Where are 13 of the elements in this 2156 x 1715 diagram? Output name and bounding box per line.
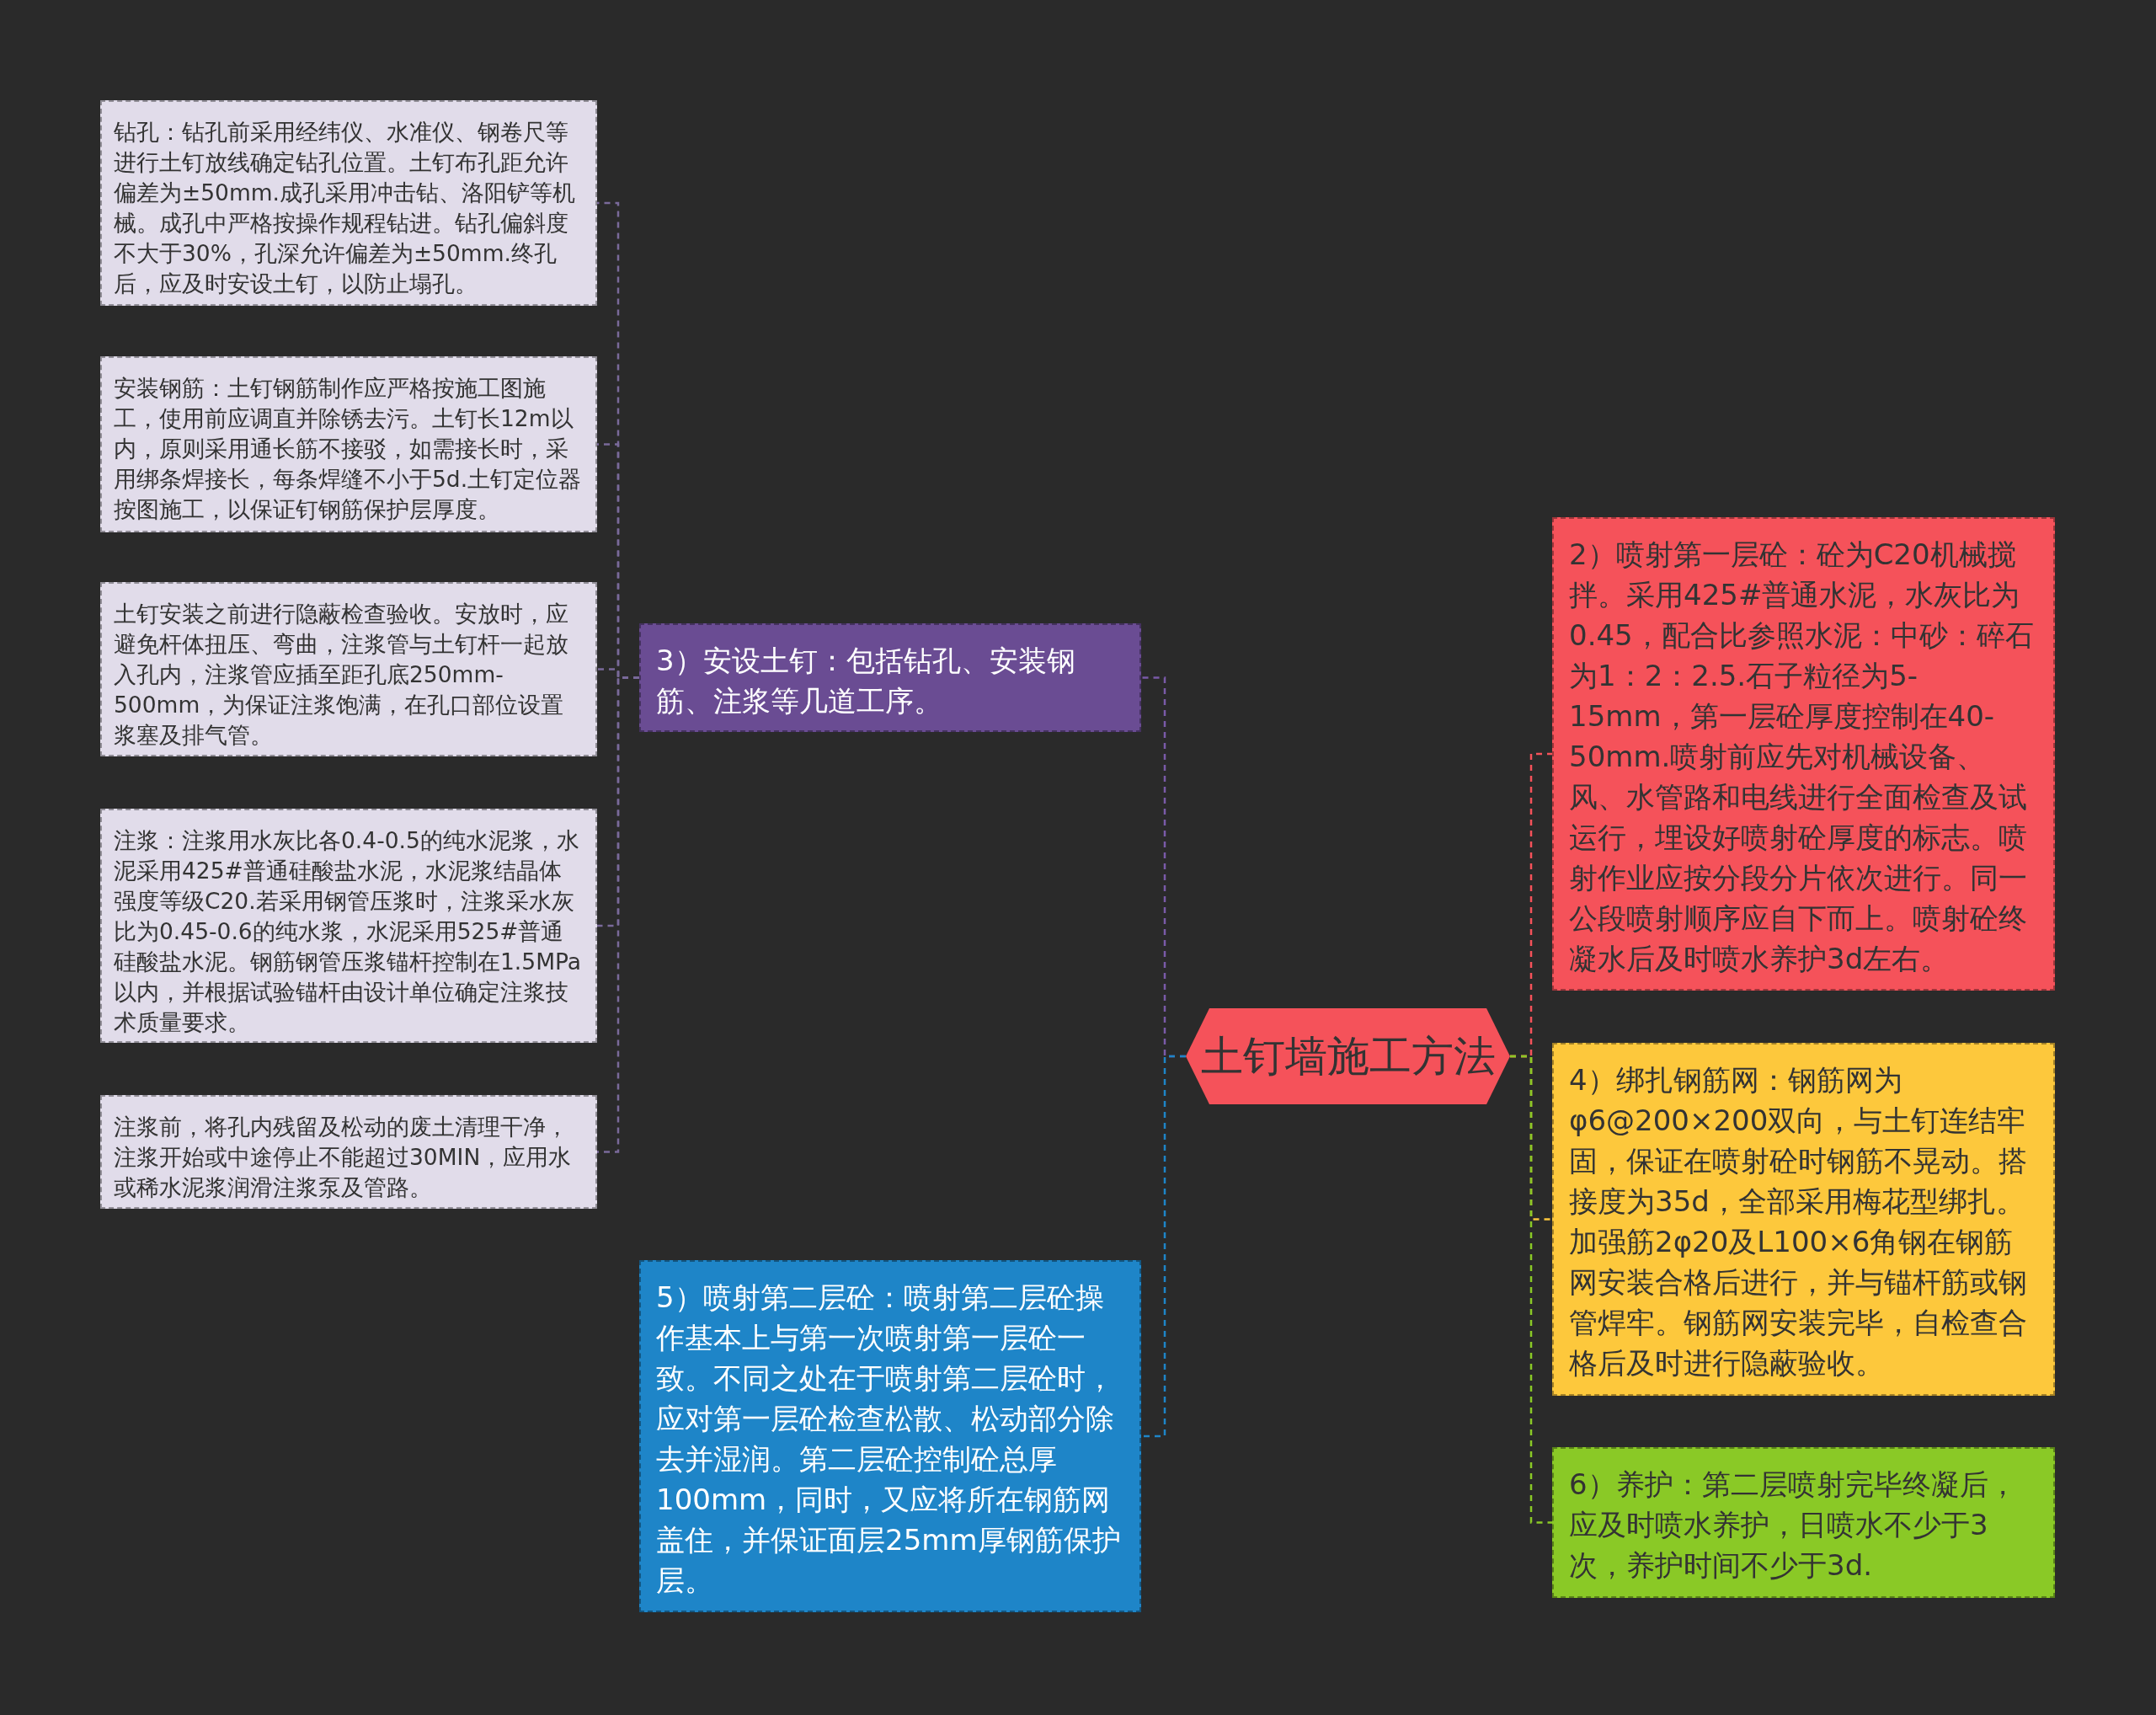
connector — [1141, 1055, 1186, 1438]
topic-box: 5）喷射第二层砼：喷射第二层砼操作基本上与第一次喷射第一层砼一致。不同之处在于喷射第二层砼时，应对第一层砼检查松散、松动部分除去并湿润。第二层砼控制砼总厚100mm，同时，又应将所在钢筋网盖住，并保证面层25mm厚钢筋保护层。 — [639, 1260, 1141, 1612]
topic-box: 2）喷射第一层砼：砼为C20机械搅拌。采用425#普通水泥，水灰比为0.45，配合比参照水泥：中砂：碎石为1：2：2.5.石子粒径为5-15mm，第一层砼厚度控制在40-50mm.喷射前应先对机械设备、风、水管路和电线进行全面检查及试运行，埋设好喷射砼厚度的标志。喷射作业应按分段分片依次进行。同一公段喷射顺序应自下而上。喷射砼终凝水后及时喷水养护3d左右。 — [1552, 517, 2055, 991]
topic-box: 3）安设土钉：包括钻孔、安装钢筋、注浆等几道工序。 — [639, 623, 1141, 732]
note-box: 安装钢筋：土钉钢筋制作应严格按施工图施工，使用前应调直并除锈去污。土钉长12m以内，原则采用通长筋不接驳，如需接长时，采用绑条焊接长，每条焊缝不小于5d.土钉定位器按图施工，以保证钉钢筋保护层厚度。 — [100, 356, 597, 532]
note-box: 土钉安装之前进行隐蔽检查验收。安放时，应避免杆体扭压、弯曲，注浆管与土钉杆一起放入孔内，注浆管应插至距孔底250mm-500mm，为保证注浆饱满，在孔口部位设置浆塞及排气管。 — [100, 582, 597, 756]
topic-hexagon: 土钉墙施工方法 — [1186, 1008, 1510, 1104]
connector — [1510, 1055, 1552, 1524]
topic-box: 6）养护：第二层喷射完毕终凝后，应及时喷水养护，日喷水不少于3次，养护时间不少于3d. — [1552, 1447, 2055, 1598]
note-box: 注浆：注浆用水灰比各0.4-0.5的纯水泥浆，水泥采用425#普通硅酸盐水泥，水泥浆结晶体强度等级C20.若采用钢管压浆时，注浆采水灰比为0.45-0.6的纯水浆，水泥采用525#普通硅酸盐水泥。钢筋钢管压浆锚杆控制在1.5MPa以内，并根据试验锚杆由设计单位确定注浆技术质量要求。 — [100, 809, 597, 1043]
note-box: 注浆前，将孔内残留及松动的废土清理干净，注浆开始或中途停止不能超过30MIN，应用水或稀水泥浆润滑注浆泵及管路。 — [100, 1095, 597, 1209]
topic-box: 4）绑扎钢筋网：钢筋网为φ6@200×200双向，与土钉连结牢固，保证在喷射砼时钢筋不晃动。搭接度为35d，全部采用梅花型绑扎。加强筋2φ20及L100×6角钢在钢筋网安装合格后进行，并与锚杆筋或钢管焊牢。钢筋网安装完毕，自检查合格后及时进行隐蔽验收。 — [1552, 1043, 2055, 1396]
note-box: 钻孔：钻孔前采用经纬仪、水准仪、钢卷尺等进行土钉放线确定钻孔位置。土钉布孔距允许偏差为±50mm.成孔采用冲击钻、洛阳铲等机械。成孔中严格按操作规程钻进。钻孔偏斜度不大于30%，孔深允许偏差为±50mm.终孔后，应及时安设土钉，以防止塌孔。 — [100, 100, 597, 306]
